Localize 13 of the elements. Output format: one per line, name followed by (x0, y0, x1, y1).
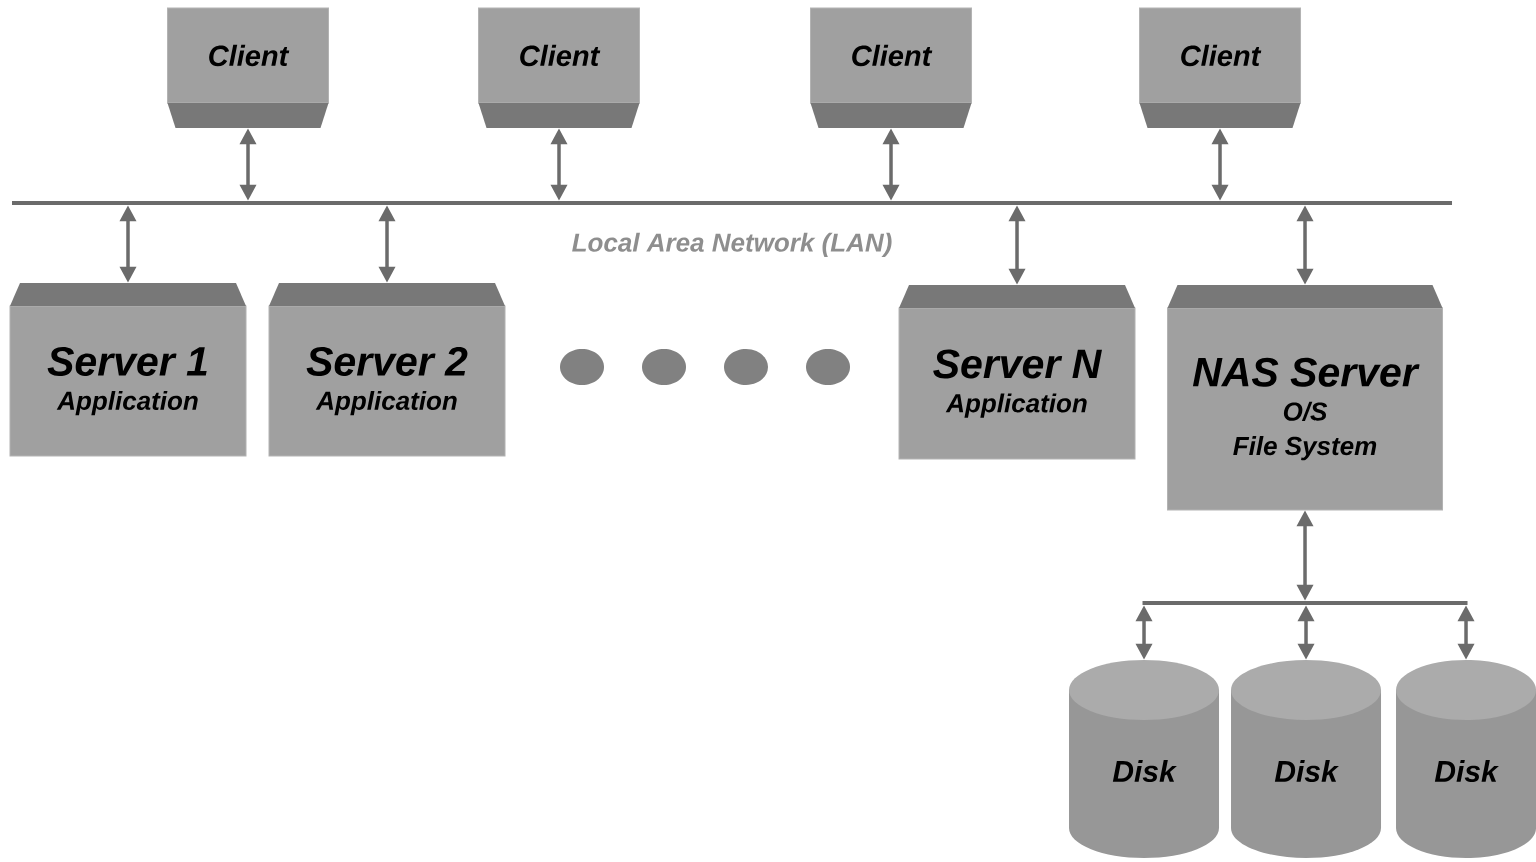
server-box: Server 1 Application (9, 283, 247, 457)
client-box: Client (810, 7, 972, 128)
bus-bar (1142, 601, 1468, 605)
server-box: Server 2 Application (268, 283, 506, 457)
disk-cylinder: Disk (1396, 660, 1536, 858)
client-box: Client (478, 7, 640, 128)
network-bus-line: Local Area Network (LAN) (12, 201, 1452, 257)
disk-cylinder: Disk (1231, 660, 1381, 858)
client-box: Client (1139, 7, 1301, 128)
disk-cylinder: Disk (1069, 660, 1219, 858)
server-box: Server N Application (898, 285, 1136, 460)
client-box: Client (167, 7, 329, 128)
nas-server-box: NAS Server O/S File System (1167, 285, 1443, 511)
